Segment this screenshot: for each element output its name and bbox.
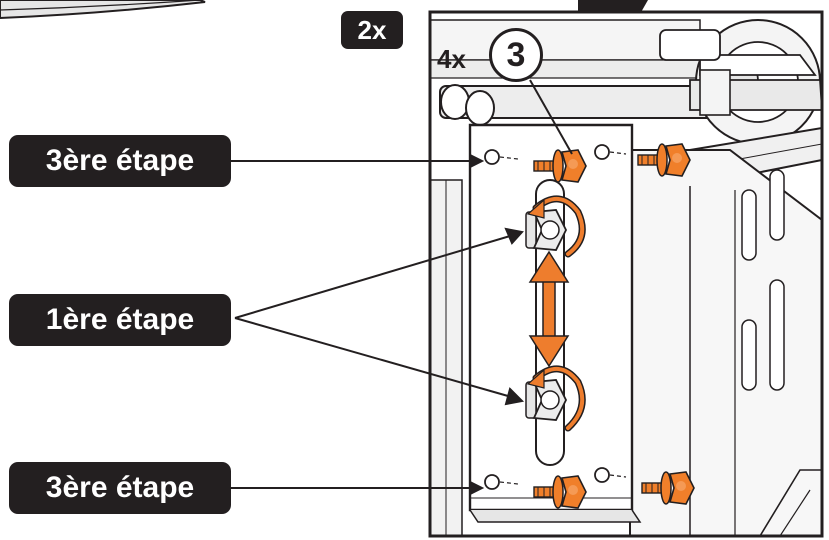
leader-lines — [231, 79, 573, 496]
pulley-wheel — [659, 19, 822, 145]
adjust-arrow-icon — [528, 250, 570, 368]
bolt-icon — [641, 471, 695, 505]
top-left-part-edge — [0, 0, 206, 20]
step-label-bottom: 3ère étape — [9, 462, 231, 514]
carrier-plate — [629, 149, 822, 536]
step-label-top: 3ère étape — [9, 135, 231, 187]
nut-icon — [525, 379, 568, 421]
quantity-label-4x: 4x — [437, 44, 466, 74]
step-label-middle: 1ère étape — [9, 294, 231, 346]
nut-icon — [525, 209, 568, 251]
bolt-icon — [533, 149, 587, 183]
detail-frame-content — [430, 12, 822, 536]
top-left-part-line — [0, 0, 201, 11]
quantity-badge-2x: 2x — [341, 11, 403, 49]
part-number-callout: 3 — [489, 28, 543, 82]
detail-frame-border — [428, 10, 824, 538]
bolt-icon — [637, 143, 691, 177]
rotate-arrow-icon — [526, 195, 586, 258]
bolt-icon — [533, 475, 587, 509]
rotate-arrow-icon — [526, 365, 586, 432]
